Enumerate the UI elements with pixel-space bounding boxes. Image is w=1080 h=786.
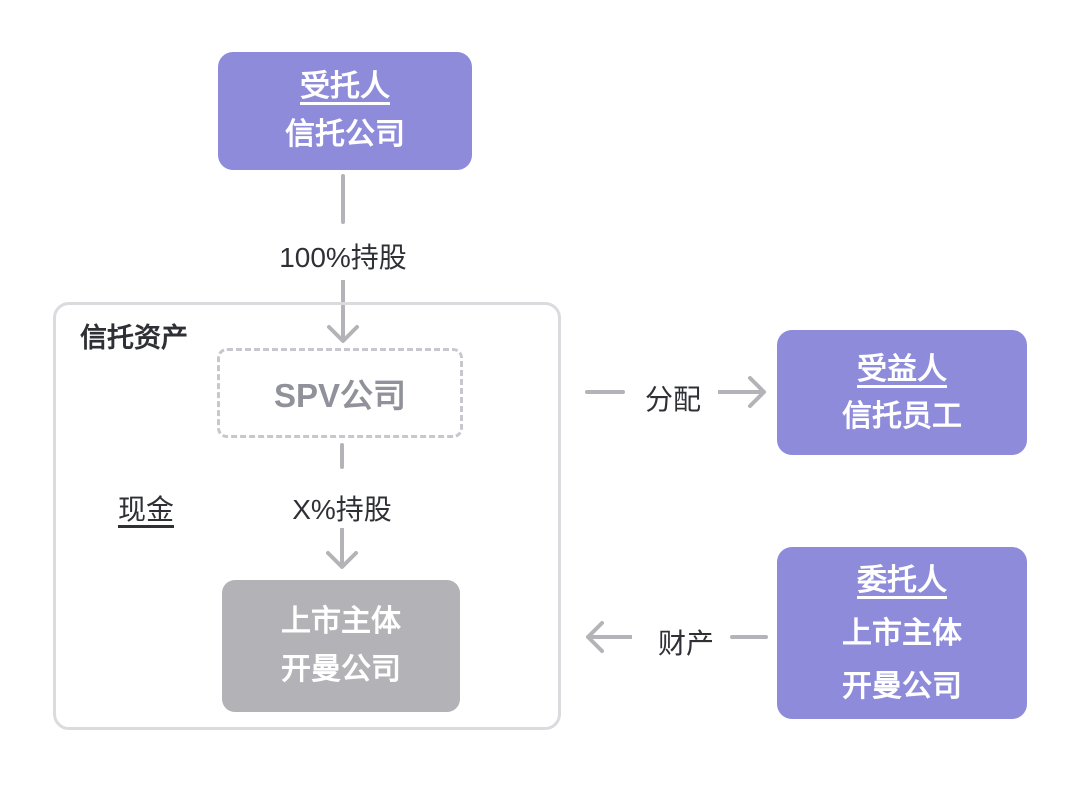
trustee-entity-label: 信托公司	[285, 118, 405, 151]
arrow-right-distribution-icon	[718, 376, 766, 408]
cash-label: 现金	[117, 494, 174, 525]
settlor-node: 委托人 上市主体 开曼公司	[777, 547, 1027, 719]
holding-100-label: 100%持股	[279, 242, 407, 273]
trust-assets-container	[53, 302, 561, 730]
settlor-entity-line2: 开曼公司	[842, 669, 962, 703]
spv-label: SPV公司	[273, 377, 407, 414]
property-dash-line	[730, 635, 768, 639]
listed-entity-line2: 开曼公司	[281, 653, 401, 686]
settlor-role-label: 委托人	[857, 563, 947, 597]
listed-entity-line1: 上市主体	[281, 605, 401, 638]
distribution-dash-line	[585, 390, 625, 394]
distribution-label: 分配	[644, 384, 701, 415]
arrow-down-spv-to-listed-icon	[326, 528, 358, 569]
beneficiary-node: 受益人 信托员工	[777, 330, 1027, 455]
settlor-entity-line1: 上市主体	[842, 616, 962, 650]
listed-entity-node: 上市主体 开曼公司	[222, 580, 460, 712]
trustee-role-label: 受托人	[300, 70, 390, 103]
arrow-down-trustee-to-spv-icon	[327, 280, 359, 343]
beneficiary-role-label: 受益人	[857, 352, 947, 386]
arrow-left-property-icon	[586, 621, 632, 653]
trustee-node: 受托人 信托公司	[218, 52, 472, 170]
holding-x-label: X%持股	[292, 494, 392, 525]
connector-spv-line	[340, 443, 344, 469]
spv-node: SPV公司	[217, 348, 463, 438]
property-label: 财产	[657, 628, 714, 659]
beneficiary-entity-label: 信托员工	[842, 399, 962, 433]
connector-trustee-line	[341, 174, 345, 224]
trust-assets-label: 信托资产	[80, 323, 188, 353]
